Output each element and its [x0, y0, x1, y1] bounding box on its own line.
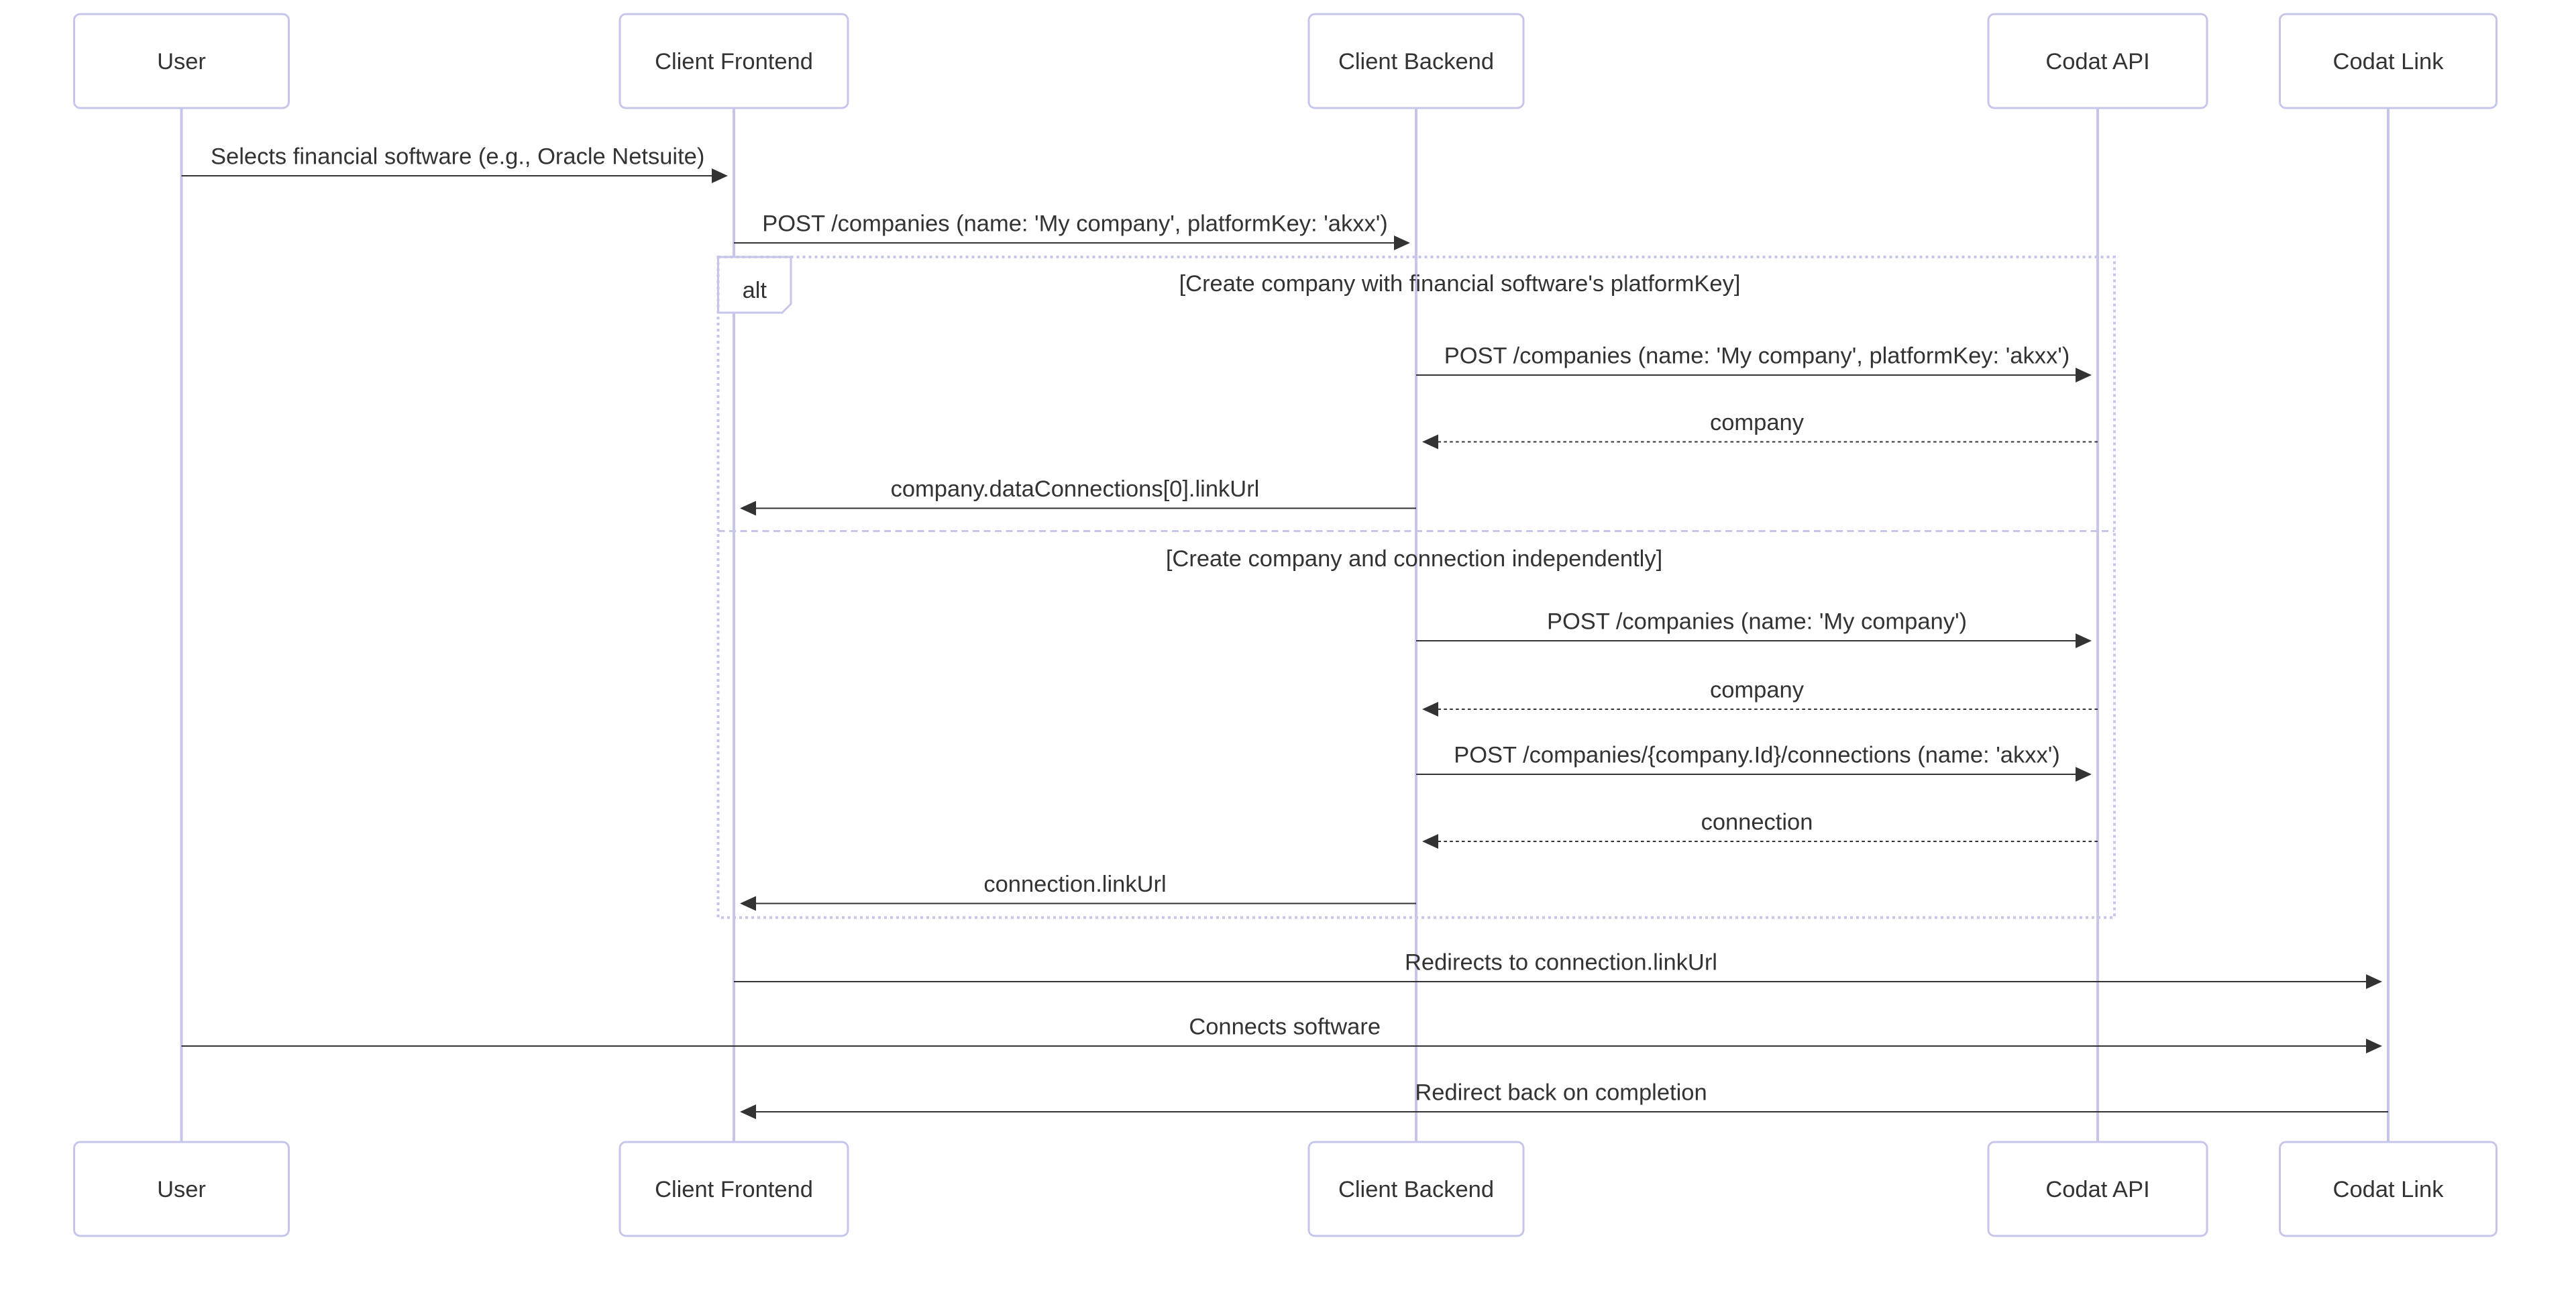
- svg-text:Selects financial software (e.: Selects financial software (e.g., Oracle…: [211, 144, 704, 170]
- svg-text:Redirect back on completion: Redirect back on completion: [1415, 1080, 1707, 1106]
- svg-text:company: company: [1710, 410, 1805, 435]
- svg-text:Client Frontend: Client Frontend: [655, 49, 813, 74]
- svg-text:User: User: [157, 1177, 206, 1202]
- svg-text:POST /companies (name: 'My com: POST /companies (name: 'My company', pla…: [1444, 344, 2070, 369]
- svg-text:Codat API: Codat API: [2045, 1177, 2149, 1202]
- svg-text:Codat Link: Codat Link: [2333, 49, 2445, 74]
- svg-text:POST /companies (name: 'My com: POST /companies (name: 'My company', pla…: [762, 211, 1388, 237]
- svg-text:Client Frontend: Client Frontend: [655, 1177, 813, 1202]
- svg-text:POST /companies/{company.Id}/c: POST /companies/{company.Id}/connections…: [1454, 743, 2060, 768]
- svg-text:Codat API: Codat API: [2045, 49, 2149, 74]
- svg-text:Codat Link: Codat Link: [2333, 1177, 2445, 1202]
- svg-text:POST /companies (name: 'My com: POST /companies (name: 'My company'): [1547, 609, 1967, 635]
- svg-text:Connects software: Connects software: [1189, 1015, 1381, 1040]
- svg-text:alt: alt: [743, 278, 767, 303]
- svg-text:[Create company with financial: [Create company with financial software'…: [1179, 271, 1741, 297]
- svg-text:Redirects to connection.linkUr: Redirects to connection.linkUrl: [1405, 950, 1717, 976]
- svg-text:connection.linkUrl: connection.linkUrl: [983, 872, 1166, 897]
- svg-text:Client Backend: Client Backend: [1338, 1177, 1494, 1202]
- svg-text:User: User: [157, 49, 206, 74]
- svg-text:company.dataConnections[0].lin: company.dataConnections[0].linkUrl: [891, 476, 1260, 502]
- svg-text:company: company: [1710, 678, 1805, 703]
- svg-text:connection: connection: [1701, 810, 1813, 835]
- svg-text:Client Backend: Client Backend: [1338, 49, 1494, 74]
- svg-text:[Create company and connection: [Create company and connection independe…: [1166, 546, 1662, 572]
